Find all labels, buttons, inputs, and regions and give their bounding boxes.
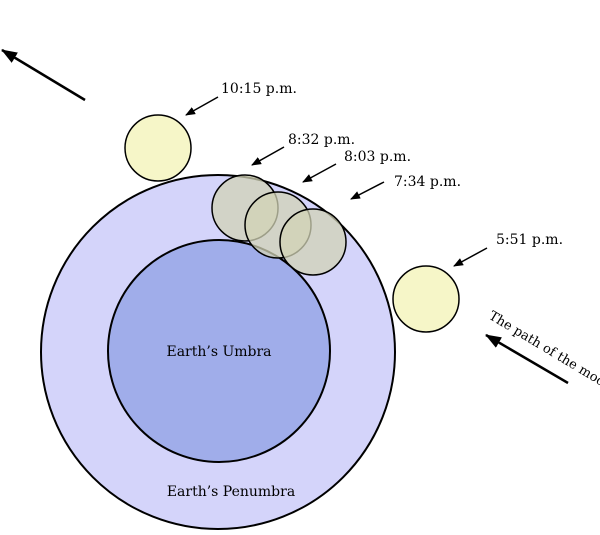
moon-0551 — [392, 265, 460, 333]
pointer-arrow-1015 — [185, 96, 219, 116]
time-label-0734: 7:34 p.m. — [394, 174, 461, 190]
umbra-label: Earth’s Umbra — [166, 344, 271, 360]
time-label-1015: 10:15 p.m. — [221, 81, 297, 97]
time-label-0803: 8:03 p.m. — [344, 149, 411, 165]
earth-umbra — [107, 239, 331, 463]
pointer-arrow-0551 — [453, 247, 488, 267]
pointer-arrow-0734 — [350, 181, 385, 200]
moon-path-label: The path of the moon — [486, 309, 600, 395]
moon-1015 — [124, 114, 192, 182]
moon-0734 — [279, 208, 347, 276]
time-label-0551: 5:51 p.m. — [496, 232, 563, 248]
pointer-arrow-0832 — [251, 146, 285, 166]
moon-path-arrow-lower — [485, 333, 569, 385]
time-label-0832: 8:32 p.m. — [288, 132, 355, 148]
pointer-arrow-0803 — [302, 163, 337, 183]
penumbra-label: Earth’s Penumbra — [167, 484, 295, 500]
moon-path-arrow-upper — [1, 48, 86, 102]
